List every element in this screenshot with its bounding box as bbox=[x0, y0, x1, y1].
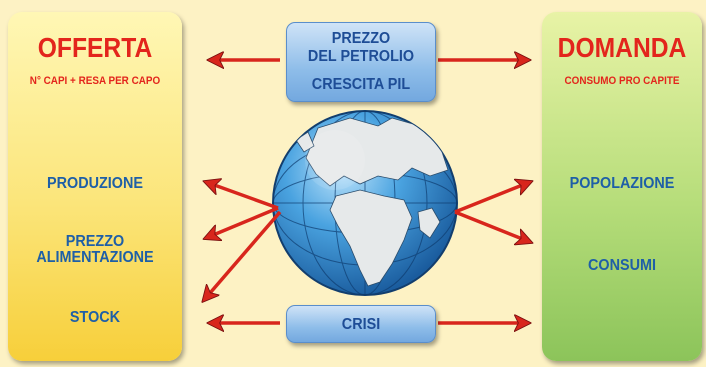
supply-panel: OFFERTA N° CAPI + RESA PER CAPO PRODUZIO… bbox=[8, 12, 182, 361]
demand-item-consumption: CONSUMI bbox=[587, 257, 657, 274]
arrow-globe-to-stock bbox=[204, 210, 282, 300]
supply-item-feed-price: PREZZO ALIMENTAZIONE bbox=[36, 233, 154, 266]
arrow-globe-to-population bbox=[454, 182, 530, 214]
supply-item-production: PRODUZIONE bbox=[46, 175, 143, 192]
crisis-label: CRISI bbox=[341, 316, 381, 333]
demand-title: DOMANDA bbox=[557, 32, 687, 63]
supply-title: OFFERTA bbox=[37, 32, 153, 63]
supply-subtitle: N° CAPI + RESA PER CAPO bbox=[29, 75, 161, 87]
arrow-globe-to-feed-price bbox=[206, 206, 279, 238]
gdp-growth-label: CRESCITA PIL bbox=[311, 76, 411, 93]
supply-item-stock: STOCK bbox=[69, 309, 121, 326]
globe-icon bbox=[272, 110, 458, 296]
arrow-globe-to-production bbox=[206, 182, 279, 210]
demand-panel: DOMANDA CONSUMO PRO CAPITE POPOLAZIONE C… bbox=[542, 12, 702, 361]
demand-subtitle: CONSUMO PRO CAPITE bbox=[564, 75, 680, 87]
demand-item-population: POPOLAZIONE bbox=[569, 175, 675, 192]
oil-price-label: PREZZO bbox=[331, 30, 391, 47]
arrow-globe-to-consumption bbox=[454, 210, 530, 242]
oil-price-gdp-box: PREZZO DEL PETROLIO CRESCITA PIL bbox=[286, 22, 436, 102]
crisis-box: CRISI bbox=[286, 305, 436, 343]
oil-label: DEL PETROLIO bbox=[307, 48, 415, 65]
